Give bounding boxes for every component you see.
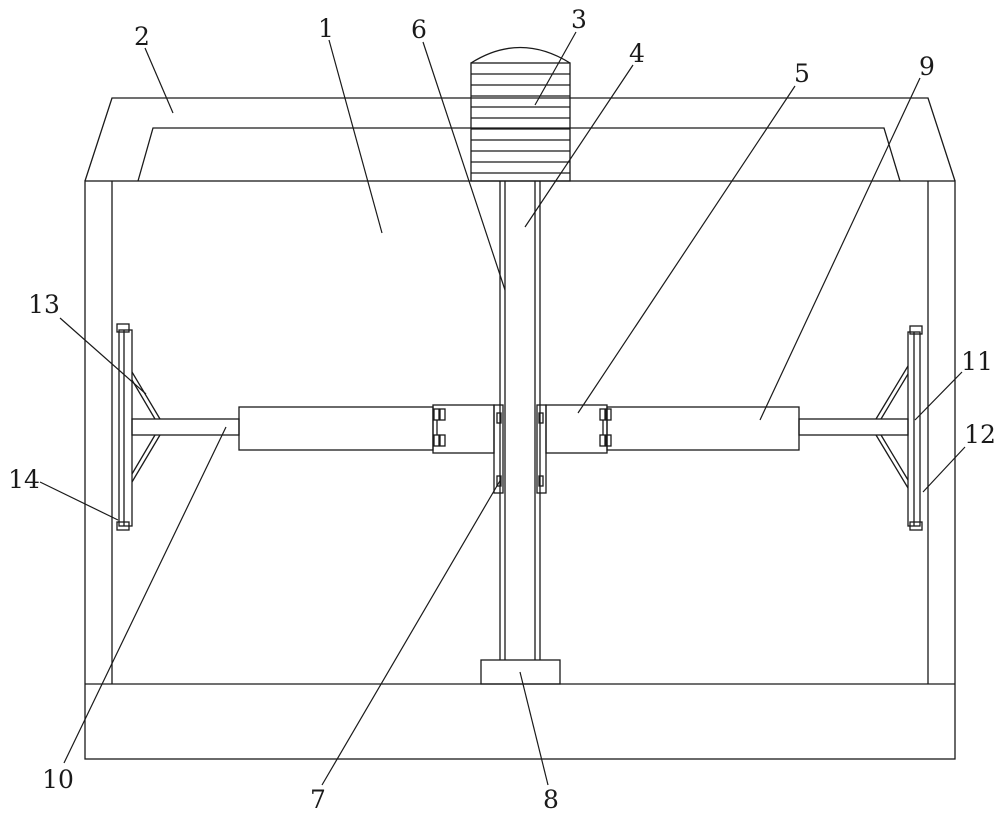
slider-pin: [496, 475, 502, 487]
leader-1: [328, 39, 383, 234]
leader-11: [914, 371, 963, 421]
top-cover: [84, 97, 956, 182]
right-clamp-pad-bottom: [909, 521, 923, 531]
label-14: 14: [8, 465, 40, 494]
left-brace-lower: [131, 434, 161, 483]
right-cylinder-bolt: [605, 408, 612, 421]
right-cylinder-bolt: [599, 408, 606, 421]
right-piston-rod: [798, 418, 909, 436]
leader-2: [144, 47, 174, 114]
leader-13: [59, 317, 147, 395]
left-cylinder-bolt: [439, 434, 446, 447]
leader-12: [922, 446, 966, 493]
left-cylinder-bolt: [433, 434, 440, 447]
right-arm: [545, 325, 923, 531]
leader-5: [577, 85, 796, 414]
left-cylinder: [238, 406, 434, 451]
leader-lines: [39, 31, 966, 786]
left-cylinder-bolt: [439, 408, 446, 421]
left-cylinder-end: [432, 404, 495, 454]
label-5: 5: [794, 59, 810, 88]
left-brace-upper: [131, 371, 161, 420]
left-clamp-pad-top: [116, 323, 130, 333]
leader-8: [519, 671, 549, 786]
label-1: 1: [318, 14, 334, 43]
central-shaft: [499, 181, 541, 660]
label-2: 2: [134, 22, 150, 51]
base-block: [480, 659, 561, 685]
right-brace-lower: [875, 434, 909, 489]
label-11: 11: [961, 347, 993, 376]
slider-pin: [538, 475, 544, 487]
left-clamp-pad-bottom: [116, 521, 130, 531]
right-brace-upper-inner: [880, 373, 909, 420]
label-7: 7: [310, 785, 326, 814]
label-8: 8: [543, 785, 559, 814]
left-cylinder-bolt: [433, 408, 440, 421]
label-6: 6: [411, 15, 427, 44]
leader-14: [39, 481, 119, 521]
right-cylinder: [606, 406, 800, 451]
right-cylinder-end: [545, 404, 608, 454]
left-arm: [116, 323, 495, 531]
motor-cap: [470, 46, 571, 64]
leader-6: [422, 41, 506, 291]
label-12: 12: [964, 420, 996, 449]
right-cylinder-bolt: [605, 434, 612, 447]
motor: [470, 46, 571, 182]
leader-7: [321, 478, 502, 786]
right-brace-upper: [875, 365, 909, 420]
left-clamp-plate: [118, 329, 133, 527]
leader-4: [524, 64, 634, 228]
label-9: 9: [919, 52, 935, 81]
top-cover-inner: [137, 127, 901, 182]
leader-3: [534, 31, 577, 106]
leader-9: [759, 77, 921, 421]
right-brace-lower-inner: [880, 434, 909, 481]
top-cover-outer: [84, 97, 956, 182]
right-cylinder-bolt: [599, 434, 606, 447]
right-clamp-pad-top: [909, 325, 923, 335]
left-brace-lower-inner: [131, 434, 156, 475]
slider-pin: [496, 412, 502, 424]
left-brace-upper-inner: [131, 379, 156, 420]
slider-pin: [538, 412, 544, 424]
motor-body: [470, 62, 571, 182]
slider-right: [536, 404, 547, 494]
reference-numbers: 1 2 3 4 5 6 7 8 9 10 11 12 13 14: [8, 5, 996, 814]
label-3: 3: [571, 5, 587, 34]
slider: [493, 404, 547, 494]
label-13: 13: [28, 290, 60, 319]
leader-10: [63, 426, 227, 764]
label-10: 10: [42, 765, 74, 794]
label-4: 4: [629, 39, 645, 68]
